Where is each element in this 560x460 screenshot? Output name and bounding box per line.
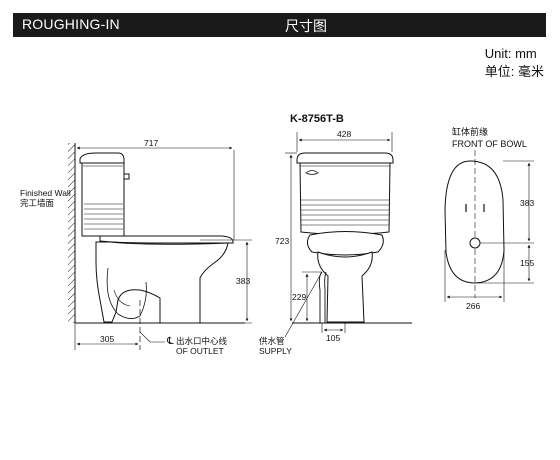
outlet-label-cn: 出水口中心线: [176, 336, 228, 346]
side-bowl-rim: [99, 235, 234, 244]
units-label: Unit: mm 单位: 毫米: [485, 45, 544, 81]
model-number: K-8756T-B: [290, 113, 344, 125]
side-view: [68, 143, 252, 350]
header-title: ROUGHING-IN: [22, 16, 120, 32]
finished-wall: [68, 143, 75, 323]
bowl-top-view: [444, 150, 534, 302]
header-title-cn: 尺寸图: [285, 18, 327, 34]
dim-428: 428: [337, 129, 351, 139]
centerline-symbol: ℄: [166, 336, 174, 347]
dim-105: 105: [326, 333, 340, 343]
side-tank: [81, 162, 125, 237]
front-tank-lid: [296, 152, 394, 164]
dim-305: 305: [100, 334, 114, 344]
bowl-title-en: FRONT OF BOWL: [452, 139, 527, 149]
supply-pipe: [318, 271, 323, 323]
bowl-title-cn: 缸体前缘: [452, 126, 488, 137]
side-trapway: [106, 267, 147, 319]
side-bowl: [95, 241, 229, 324]
side-tank-lid: [79, 152, 125, 164]
outlet-label-en: OF OUTLET: [176, 346, 224, 356]
dim-229: 229: [292, 292, 306, 302]
wall-label-en: Finished Wall: [20, 188, 71, 198]
wall-label-cn: 完工墙面: [20, 198, 55, 208]
front-view: [284, 132, 412, 338]
front-flush-handle: [305, 170, 319, 175]
dim-723: 723: [275, 236, 289, 246]
dim-383: 383: [236, 276, 250, 286]
units-en: Unit: mm: [484, 46, 537, 61]
bowl-dim-266: 266: [466, 301, 480, 311]
bowl-outline: [444, 160, 505, 284]
supply-label-en: SUPPLY: [259, 346, 292, 356]
front-pedestal: [317, 251, 373, 323]
supply-label-cn: 供水管: [259, 336, 285, 346]
front-seat: [306, 231, 384, 256]
side-flush-handle: [123, 173, 130, 180]
header-bar: ROUGHING-IN 尺寸图: [13, 13, 546, 37]
bowl-dim-155: 155: [520, 258, 534, 268]
dim-717: 717: [144, 138, 158, 148]
bowl-outlet: [469, 237, 481, 249]
bowl-dim-383: 383: [520, 198, 534, 208]
units-cn: 单位: 毫米: [484, 64, 544, 79]
